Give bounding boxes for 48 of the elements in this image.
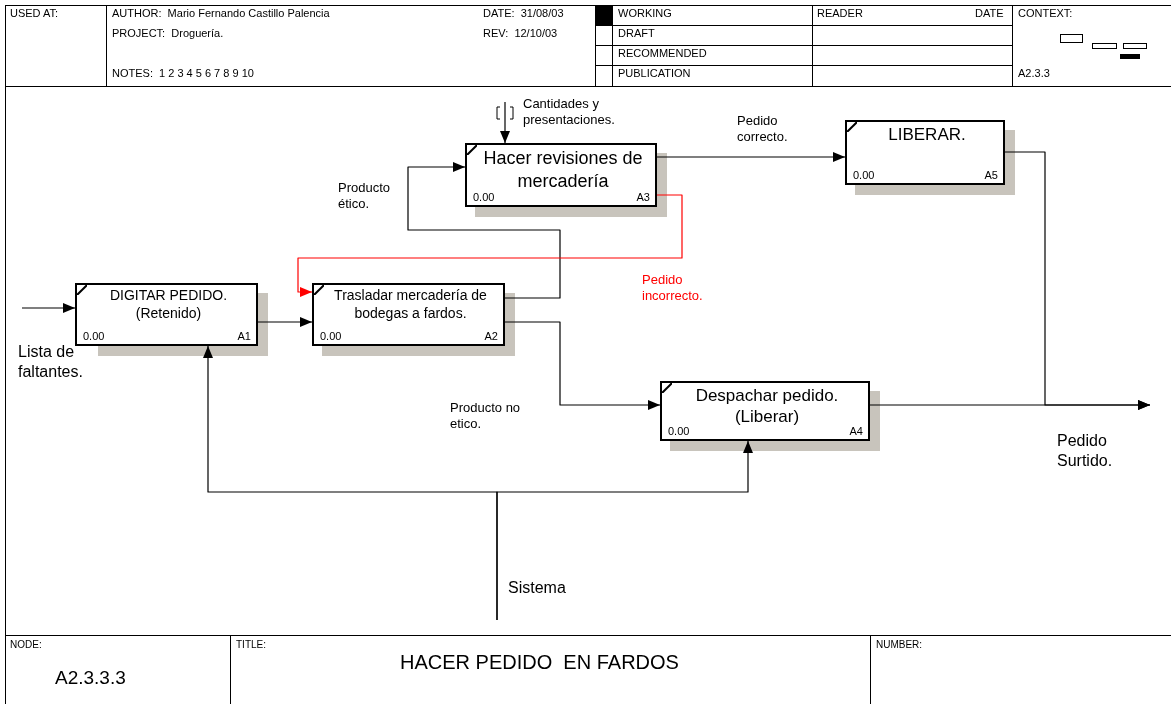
node-number: A4	[849, 426, 863, 437]
header-label: NOTES: 1 2 3 4 5 6 7 8 9 10	[112, 68, 254, 79]
activity-title: LIBERAR.	[887, 124, 967, 146]
header-label: DRAFT	[618, 28, 655, 39]
arrow	[496, 440, 753, 621]
header-label: A2.3.3	[1018, 68, 1050, 79]
header-label: DATE: 31/08/03	[483, 8, 564, 19]
header-label: REV: 12/10/03	[483, 28, 558, 39]
arrow	[500, 101, 510, 144]
header-label: TITLE:	[236, 640, 266, 650]
arrow	[504, 321, 661, 410]
cost-value: 0.00	[853, 170, 875, 181]
header-label: NUMBER:	[876, 640, 923, 650]
activity-box	[75, 283, 258, 346]
node-number: A2	[484, 331, 498, 342]
activity-box	[312, 283, 505, 346]
header-label: AUTHOR: Mario Fernando Castillo Palencia	[112, 8, 330, 19]
activity-box	[845, 120, 1005, 185]
header-label: HACER PEDIDO EN FARDOS	[400, 652, 679, 672]
arrow	[21, 303, 76, 313]
cost-value: 0.00	[83, 331, 105, 342]
activity-title: Despachar pedido. (Liberar)	[694, 385, 840, 428]
header-label: CONTEXT:	[1018, 8, 1073, 19]
header-label: READER	[817, 8, 863, 19]
cost-value: 0.00	[320, 331, 342, 342]
cost-value: 0.00	[473, 192, 495, 203]
header-label: WORKING	[618, 8, 672, 19]
activity-title: DIGITAR PEDIDO. (Retenido)	[108, 287, 229, 322]
arrow	[407, 162, 561, 299]
header-label: NODE:	[10, 640, 42, 650]
header-label: A2.3.3.3	[55, 668, 126, 687]
activity-title: Trasladar mercadería de bodegas a fardos.	[333, 287, 488, 322]
activity-title: Hacer revisiones de mercadería	[482, 147, 644, 192]
arrow	[656, 152, 846, 162]
activity-box	[465, 143, 657, 207]
header-label: PUBLICATION	[618, 68, 691, 79]
node-number: A3	[636, 192, 650, 203]
header-label: RECOMMENDED	[618, 48, 707, 59]
header-label: USED AT:	[10, 8, 59, 19]
arrow	[297, 194, 683, 297]
header-label: PROJECT: Droguería.	[112, 28, 224, 39]
header-label: DATE	[975, 8, 1004, 19]
activity-box	[660, 381, 870, 441]
arrow	[869, 400, 1151, 410]
node-number: A1	[237, 331, 251, 342]
node-number: A5	[984, 170, 998, 181]
cost-value: 0.00	[668, 426, 690, 437]
arrow	[257, 317, 313, 327]
